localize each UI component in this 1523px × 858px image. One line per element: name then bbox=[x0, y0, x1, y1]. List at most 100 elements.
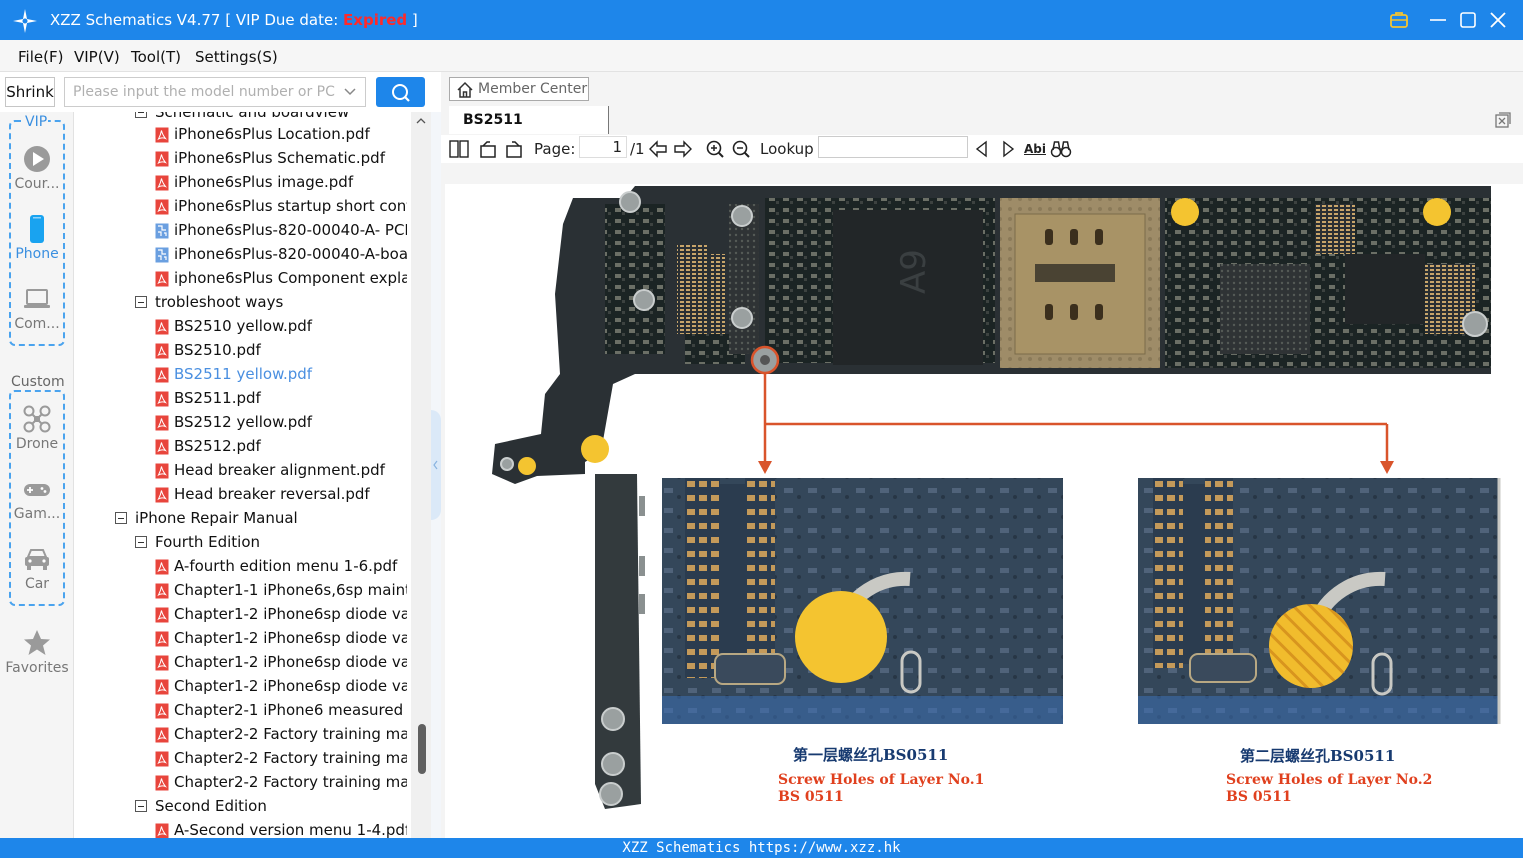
caption-layer1-cn: 第一层螺丝孔BS0511 bbox=[793, 746, 949, 764]
tree-folder-partial[interactable]: Schematic and boardview bbox=[135, 112, 349, 124]
menu-file[interactable]: File(F) bbox=[18, 48, 64, 66]
zoom-out-icon[interactable] bbox=[731, 139, 751, 159]
tree-file[interactable]: A-fourth edition menu 1-6.pdf bbox=[155, 554, 397, 578]
drone-icon bbox=[23, 405, 51, 433]
scroll-up-icon[interactable] bbox=[411, 114, 431, 128]
document-viewer: Member Center BS2511 yellow.pdf Page: 1 … bbox=[441, 72, 1523, 838]
tree-file[interactable]: BS2511.pdf bbox=[155, 386, 261, 410]
tree-file[interactable]: iPhone6sPlus-820-00040-A-boardv bbox=[155, 242, 407, 266]
match-case-toggle[interactable]: Abi bbox=[1024, 142, 1046, 156]
previous-page-icon[interactable] bbox=[648, 139, 668, 159]
shrink-button[interactable]: Shrink bbox=[5, 77, 55, 107]
category-sidebar: VIP Cour... Phone Com... Custom Drone Ga… bbox=[0, 112, 74, 838]
find-previous-icon[interactable] bbox=[973, 139, 991, 159]
tree-file[interactable]: Head breaker alignment.pdf bbox=[155, 458, 385, 482]
category-courses[interactable]: Cour... bbox=[0, 144, 74, 192]
close-icon[interactable] bbox=[1488, 10, 1508, 30]
tree-file[interactable]: iPhone6sPlus Schematic.pdf bbox=[155, 146, 385, 170]
scrollbar-thumb[interactable] bbox=[418, 724, 426, 774]
minimize-icon[interactable] bbox=[1428, 10, 1448, 30]
zoom-in-icon[interactable] bbox=[705, 139, 725, 159]
tree-file[interactable]: Chapter1-2 iPhone6sp diode value bbox=[155, 650, 407, 674]
collapse-icon[interactable] bbox=[135, 535, 147, 548]
category-phone[interactable]: Phone bbox=[0, 214, 74, 262]
model-search-box[interactable] bbox=[64, 77, 366, 107]
pdf-icon bbox=[155, 415, 169, 430]
category-computer[interactable]: Com... bbox=[0, 284, 74, 332]
tree-file[interactable]: A-Second version menu 1-4.pdf bbox=[155, 818, 407, 838]
tree-file[interactable]: Chapter1-2 iPhone6sp diode value bbox=[155, 674, 407, 698]
panel-splitter[interactable] bbox=[431, 112, 441, 838]
boardview-icon bbox=[155, 223, 169, 238]
tree-file[interactable]: Chapter1-1 iPhone6s,6sp maintena bbox=[155, 578, 407, 602]
menu-settings[interactable]: Settings(S) bbox=[195, 48, 278, 66]
menu-tool[interactable]: Tool(T) bbox=[131, 48, 182, 66]
tree-scrollbar[interactable] bbox=[411, 112, 431, 838]
pdf-icon bbox=[155, 703, 169, 718]
vip-group-label: VIP bbox=[24, 114, 49, 130]
tree-file[interactable]: Chapter2-2 Factory training materi bbox=[155, 722, 407, 746]
menu-vip[interactable]: VIP(V) bbox=[74, 48, 120, 66]
find-next-icon[interactable] bbox=[999, 139, 1017, 159]
model-search-input[interactable] bbox=[65, 78, 335, 106]
next-page-icon[interactable] bbox=[673, 139, 693, 159]
custom-group-label: Custom bbox=[10, 374, 66, 390]
page-number-input[interactable]: 1 bbox=[579, 136, 627, 158]
chevron-down-icon[interactable] bbox=[343, 85, 357, 99]
menu-bar: File(F) VIP(V) Tool(T) Settings(S) bbox=[0, 40, 1523, 72]
tree-file[interactable]: Head breaker reversal.pdf bbox=[155, 482, 370, 506]
pdf-icon bbox=[155, 487, 169, 502]
tree-file[interactable]: iPhone6sPlus Location.pdf bbox=[155, 122, 370, 146]
rotate-right-icon[interactable] bbox=[504, 139, 524, 159]
category-car[interactable]: Car bbox=[0, 544, 74, 592]
pdf-icon bbox=[155, 367, 169, 382]
member-center-button[interactable]: Member Center bbox=[449, 77, 589, 101]
two-page-view-icon[interactable] bbox=[449, 139, 469, 159]
maximize-icon[interactable] bbox=[1458, 10, 1478, 30]
search-icon bbox=[392, 84, 410, 102]
category-drone[interactable]: Drone bbox=[0, 404, 74, 452]
rotate-left-icon[interactable] bbox=[478, 139, 498, 159]
tree-file[interactable]: iPhone6sPlus-820-00040-A- PCB la bbox=[155, 218, 407, 242]
collapse-icon[interactable] bbox=[115, 511, 127, 524]
collapse-icon[interactable] bbox=[135, 799, 147, 812]
tree-file[interactable]: Chapter1-2 iPhone6sp diode value bbox=[155, 602, 407, 626]
pdf-page[interactable]: A9 bbox=[445, 184, 1523, 838]
tree-file[interactable]: BS2511 yellow.pdf bbox=[155, 362, 312, 386]
chip-label: A9 bbox=[894, 249, 934, 294]
tree-file[interactable]: Chapter2-2 Factory training materi bbox=[155, 770, 407, 794]
search-button[interactable] bbox=[376, 77, 425, 107]
tree-file[interactable]: Chapter2-2 Factory training materi bbox=[155, 746, 407, 770]
collapse-icon[interactable] bbox=[135, 112, 147, 118]
file-tree[interactable]: Schematic and boardview iPhone6sPlus Loc… bbox=[75, 112, 407, 838]
tree-file[interactable]: BS2512 yellow.pdf bbox=[155, 410, 312, 434]
tree-file[interactable]: Chapter2-1 iPhone6 measured par bbox=[155, 698, 407, 722]
briefcase-icon[interactable] bbox=[1389, 10, 1409, 30]
tree-file[interactable]: BS2512.pdf bbox=[155, 434, 261, 458]
splitter-handle[interactable] bbox=[431, 410, 441, 520]
tree-folder[interactable]: trobleshoot ways bbox=[135, 290, 283, 314]
tree-folder[interactable]: Second Edition bbox=[135, 794, 267, 818]
document-tab[interactable]: BS2511 yellow.pdf bbox=[449, 106, 609, 156]
tree-folder[interactable]: Fourth Edition bbox=[135, 530, 260, 554]
tree-file[interactable]: iPhone6sPlus startup short contact bbox=[155, 194, 407, 218]
pdf-icon bbox=[155, 463, 169, 478]
page-total: /1 bbox=[630, 140, 645, 158]
tree-file[interactable]: iphone6sPlus Component explain. bbox=[155, 266, 407, 290]
title-bar[interactable]: XZZ Schematics V4.77 [ VIP Due date: Exp… bbox=[0, 0, 1523, 40]
binoculars-icon[interactable] bbox=[1050, 139, 1072, 159]
tree-file[interactable]: BS2510.pdf bbox=[155, 338, 261, 362]
category-game[interactable]: Gam... bbox=[0, 474, 74, 522]
tree-file[interactable]: iPhone6sPlus image.pdf bbox=[155, 170, 353, 194]
favorites[interactable]: Favorites bbox=[0, 628, 74, 676]
collapse-icon[interactable] bbox=[135, 295, 147, 308]
tree-folder[interactable]: iPhone Repair Manual bbox=[115, 506, 298, 530]
tree-file[interactable]: BS2510 yellow.pdf bbox=[155, 314, 312, 338]
close-document-icon[interactable] bbox=[1493, 110, 1513, 130]
tree-file[interactable]: Chapter1-2 iPhone6sp diode value bbox=[155, 626, 407, 650]
play-icon bbox=[24, 146, 50, 172]
pdf-icon bbox=[155, 751, 169, 766]
lookup-input[interactable] bbox=[818, 136, 968, 158]
